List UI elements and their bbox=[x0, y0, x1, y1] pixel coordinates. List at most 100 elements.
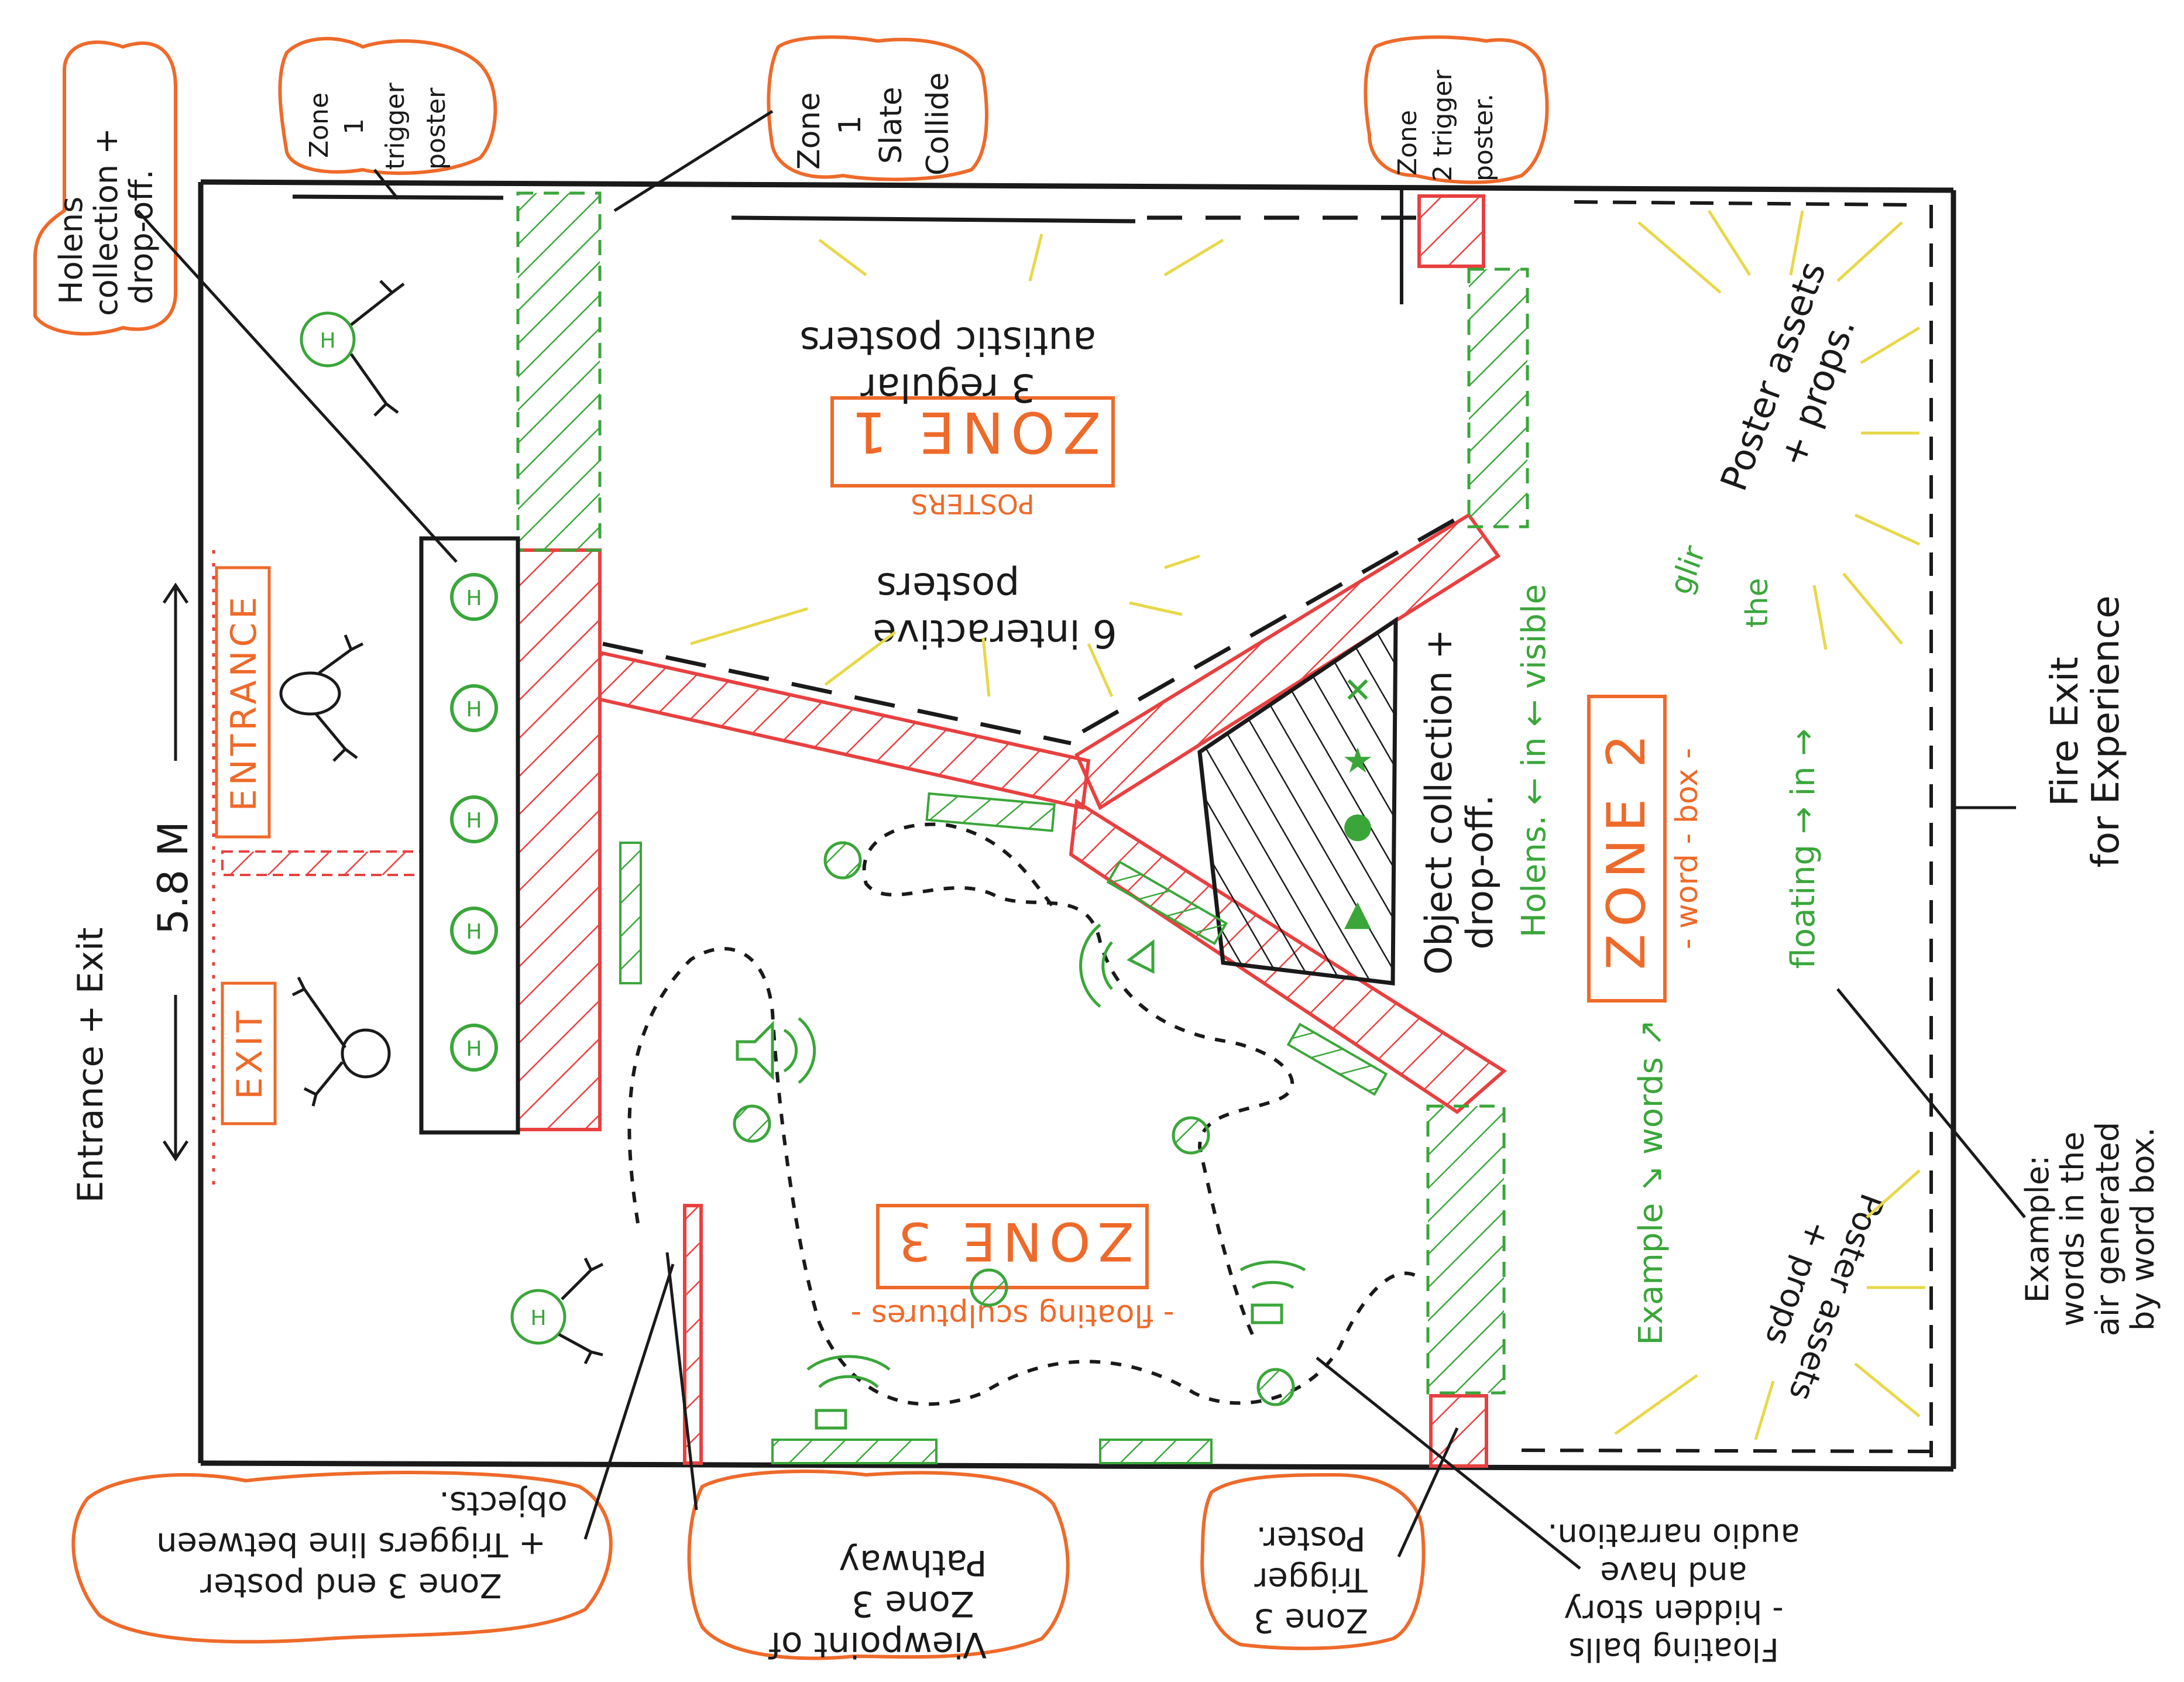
poster-assets-note: Poster assets + props. bbox=[1712, 256, 1863, 496]
zone1-entry-path bbox=[516, 191, 602, 552]
floating-balls-note: Floating balls - hidden story and have a… bbox=[1547, 1517, 1800, 1668]
svg-text:drop-off.: drop-off. bbox=[123, 169, 160, 304]
visitor-icon bbox=[279, 634, 364, 762]
svg-text:trigger: trigger bbox=[380, 83, 410, 170]
svg-text:objects.: objects. bbox=[439, 1484, 568, 1522]
hololens-icon: H bbox=[450, 573, 498, 621]
svg-text:ENTRANCE: ENTRANCE bbox=[224, 593, 265, 811]
zone2-upper-wall bbox=[1074, 512, 1501, 811]
zone2-entry-path bbox=[1467, 267, 1529, 528]
svg-text:Example:: Example: bbox=[2019, 1155, 2056, 1303]
entrance-exit-label: Entrance + Exit bbox=[70, 928, 111, 1203]
zone3-trigger-poster bbox=[1429, 1394, 1488, 1468]
svg-text:Trigger: Trigger bbox=[1254, 1560, 1368, 1598]
triangle-icon: ▲ bbox=[1344, 893, 1371, 933]
object-collection-stand: ✕ ★ ● ▲ bbox=[1197, 616, 1398, 986]
dimension-marker: 5.8 M bbox=[149, 582, 197, 1162]
svg-text:H: H bbox=[466, 698, 482, 722]
svg-text:2 trigger: 2 trigger bbox=[1428, 70, 1458, 181]
svg-text:by word box.: by word box. bbox=[2124, 1127, 2161, 1331]
svg-text:Zone: Zone bbox=[792, 92, 827, 170]
svg-text:H: H bbox=[466, 1037, 482, 1061]
svg-text:drop-off.: drop-off. bbox=[1458, 795, 1501, 950]
example-note: Example: words in the air generated by w… bbox=[2019, 1122, 2161, 1336]
zone2-trigger-poster bbox=[1417, 194, 1485, 268]
svg-text:H: H bbox=[530, 1306, 546, 1330]
hololens-rack: H H H H H bbox=[419, 536, 520, 1135]
svg-text:Fire Exit: Fire Exit bbox=[2044, 657, 2087, 806]
zone3-left-wall bbox=[516, 548, 602, 1131]
callout-holens-collection: Holens collection + drop-off. bbox=[33, 40, 177, 336]
poster-rays-zone1 bbox=[690, 234, 1224, 698]
zone3-exit-path bbox=[1426, 1104, 1506, 1395]
fire-exit: Fire Exit for Experience bbox=[1953, 595, 2128, 868]
svg-text:- hidden story: - hidden story bbox=[1564, 1593, 1784, 1630]
svg-text:6 interactive: 6 interactive bbox=[873, 611, 1117, 656]
svg-text:Slate: Slate bbox=[874, 87, 909, 164]
callout-zone3-trigger: Zone 3 Trigger Poster. bbox=[1200, 1472, 1426, 1650]
svg-text:Poster.: Poster. bbox=[1256, 1519, 1365, 1557]
bench-icons bbox=[619, 792, 1388, 1464]
speaker-icon bbox=[736, 924, 1306, 1430]
circle-icon: ● bbox=[1342, 805, 1373, 846]
svg-text:poster: poster bbox=[421, 87, 451, 170]
exit-label: EXIT bbox=[221, 981, 277, 1125]
zone1-label: ZONE 1 POSTERS bbox=[830, 396, 1115, 520]
zone2-label: ZONE 2 - word - box - bbox=[1587, 695, 1705, 1003]
svg-text:POSTERS: POSTERS bbox=[911, 488, 1034, 520]
floating-ball-icon bbox=[733, 841, 1295, 1406]
green-pathways bbox=[516, 191, 1529, 1395]
svg-text:air generated: air generated bbox=[2089, 1122, 2126, 1336]
svg-text:posters: posters bbox=[877, 564, 1020, 609]
hololens-icon: H bbox=[450, 907, 498, 955]
svg-text:H: H bbox=[320, 329, 335, 353]
svg-text:Zone 3 end poster: Zone 3 end poster bbox=[200, 1566, 502, 1604]
svg-text:poster.: poster. bbox=[1469, 94, 1499, 181]
svg-text:3 regular: 3 regular bbox=[860, 365, 1036, 410]
svg-text:Example ↘ words ↗: Example ↘ words ↗ bbox=[1632, 1019, 1670, 1345]
svg-text:ZONE 3: ZONE 3 bbox=[891, 1210, 1134, 1272]
poster-rays-zone2 bbox=[1614, 210, 1925, 1440]
svg-text:Pathway: Pathway bbox=[839, 1542, 987, 1583]
svg-text:for Experience: for Experience bbox=[2085, 595, 2128, 867]
hololens-icon: H bbox=[450, 684, 498, 732]
hololens-icon: H bbox=[450, 795, 498, 843]
svg-text:H: H bbox=[466, 809, 482, 833]
interactive-posters-note: 6 interactive posters bbox=[873, 564, 1117, 656]
svg-text:- floating sculptures -: - floating sculptures - bbox=[850, 1297, 1174, 1333]
entrance-label: ENTRANCE bbox=[215, 566, 271, 839]
svg-text:and have: and have bbox=[1600, 1555, 1747, 1592]
visitor-icon: H bbox=[300, 280, 405, 417]
callout-viewpoint: Viewpoint of Zone 3 Pathway bbox=[687, 1470, 1070, 1665]
svg-text:1: 1 bbox=[339, 118, 369, 135]
svg-text:Object collection +: Object collection + bbox=[1417, 629, 1460, 975]
svg-text:Zone 3: Zone 3 bbox=[851, 1583, 974, 1624]
svg-text:Holens: Holens bbox=[53, 197, 90, 304]
svg-text:floating → in →: floating → in → bbox=[1784, 729, 1822, 969]
svg-text:Holens. ← in ← visible: Holens. ← in ← visible bbox=[1515, 584, 1553, 938]
svg-text:ZONE 2: ZONE 2 bbox=[1596, 727, 1657, 970]
star-icon: ★ bbox=[1342, 740, 1373, 781]
svg-text:ZONE 1: ZONE 1 bbox=[844, 399, 1100, 465]
svg-text:the: the bbox=[1740, 578, 1775, 627]
visitor-icon: H bbox=[510, 1257, 604, 1365]
svg-text:H: H bbox=[466, 586, 482, 610]
svg-text:- word - box -: - word - box - bbox=[1670, 748, 1705, 949]
svg-text:Zone: Zone bbox=[1393, 110, 1423, 176]
svg-text:1: 1 bbox=[833, 115, 868, 135]
svg-text:autistic posters: autistic posters bbox=[799, 318, 1096, 363]
callout-zone3-end: Zone 3 end poster + Triggers line betwee… bbox=[71, 1471, 613, 1644]
visitor-icon bbox=[291, 976, 391, 1107]
regular-posters-note: 3 regular autistic posters bbox=[799, 318, 1096, 410]
callout-zone1-slate: Zone 1 Slate Collide bbox=[767, 35, 988, 181]
svg-text:H: H bbox=[466, 920, 482, 944]
entrance-barrier bbox=[221, 850, 423, 876]
svg-text:glir: glir bbox=[1663, 541, 1713, 599]
room-walls bbox=[198, 179, 1956, 1472]
svg-text:words in the: words in the bbox=[2054, 1131, 2091, 1326]
svg-text:collection +: collection + bbox=[88, 128, 125, 317]
svg-text:Collide: Collide bbox=[921, 73, 956, 176]
callout-zone1-trigger: Zone 1 trigger poster bbox=[278, 37, 497, 175]
svg-text:Viewpoint of: Viewpoint of bbox=[768, 1624, 987, 1665]
